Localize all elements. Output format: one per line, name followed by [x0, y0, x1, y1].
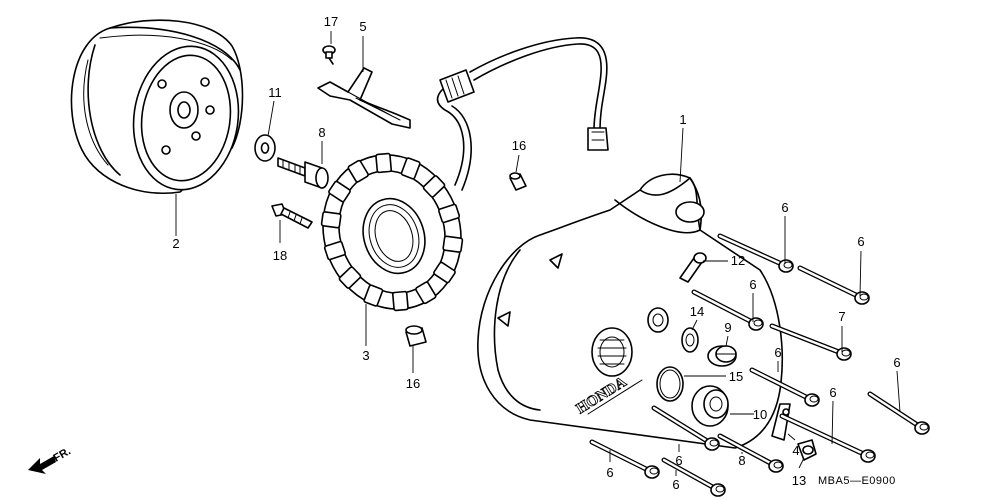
- dowel-pin-b: [405, 325, 427, 347]
- cover-clip: [771, 403, 791, 441]
- screw: [322, 45, 336, 65]
- stator-pole: [320, 211, 342, 229]
- dowel-pin-a: [509, 172, 527, 191]
- cover-bolt: [867, 391, 930, 435]
- callout-cap-small: 9: [724, 320, 731, 335]
- stator-pole: [433, 261, 456, 284]
- callout-cover-bolt-c: 6: [749, 277, 756, 292]
- callout-oil-seal: 14: [690, 304, 704, 319]
- wire-clamp: [317, 67, 411, 129]
- callout-cover: 1: [679, 112, 686, 127]
- front-arrow-icon: [28, 456, 56, 474]
- stator-pole: [338, 266, 362, 289]
- stator-pole: [375, 152, 393, 174]
- stator-pole: [363, 284, 384, 307]
- clamp-small: [797, 439, 817, 461]
- stator-pole: [391, 290, 409, 312]
- callout-cover-bolt-b: 6: [857, 234, 864, 249]
- stator-pole: [323, 240, 346, 261]
- wire-harness: [436, 37, 609, 191]
- stator-pole: [347, 159, 369, 183]
- cover-bolt: [691, 289, 764, 331]
- callout-flywheel-bolt: 8: [318, 125, 325, 140]
- washer: [254, 134, 276, 162]
- cover-bolt: [769, 323, 852, 361]
- callout-clamp-small: 13: [792, 473, 806, 488]
- cap-small: [707, 345, 737, 367]
- leader-lines: [175, 31, 901, 476]
- callout-cover-bolt-e: 6: [893, 355, 900, 370]
- callout-dowel-pin-a: 16: [512, 138, 526, 153]
- callout-cover-bolt-i: 7: [838, 309, 845, 324]
- stator-pole: [415, 281, 437, 305]
- callout-cover-bolt-a: 6: [781, 200, 788, 215]
- callout-washer: 11: [268, 85, 282, 100]
- crankcase-cover: HONDA: [477, 173, 784, 449]
- stator-pole: [442, 235, 464, 253]
- stator-pole: [328, 180, 351, 203]
- o-ring: [656, 366, 684, 402]
- figure-code: MBA5—E0900: [818, 475, 896, 487]
- stator: [320, 152, 464, 312]
- callouts: 2 17 5 11 8 16 18 3 16 1 12 14 9 15 10 4…: [172, 14, 900, 492]
- cover-bolt: [797, 265, 870, 305]
- callout-screw: 17: [324, 14, 338, 29]
- callout-cap-large: 10: [753, 407, 767, 422]
- stay: [679, 252, 707, 283]
- callout-stator: 3: [362, 348, 369, 363]
- cover-bolt: [717, 233, 794, 273]
- callout-stay: 12: [731, 253, 745, 268]
- stator-pole: [438, 203, 461, 224]
- flywheel: [70, 19, 244, 194]
- callout-stator-bolt: 18: [273, 248, 287, 263]
- cover-bolt: [661, 457, 726, 497]
- callout-o-ring: 15: [729, 369, 743, 384]
- cover-bolt: [749, 367, 820, 407]
- oil-seal: [681, 327, 699, 353]
- callout-cover-bolt-h2: 6: [672, 477, 679, 492]
- callout-cover-bolt-h: 6: [606, 465, 613, 480]
- callout-cover-bolt-j: 8: [738, 453, 745, 468]
- front-direction-indicator: FR.: [28, 445, 73, 474]
- stator-pole: [400, 157, 421, 180]
- cover-bolts: [589, 233, 930, 497]
- cover-bolt: [589, 439, 660, 479]
- callout-cover-bolt-g: 6: [675, 453, 682, 468]
- stator-pole: [422, 175, 446, 198]
- front-direction-label: FR.: [52, 445, 73, 464]
- stator-bolt: [271, 203, 313, 229]
- callout-cover-bolt-d: 6: [774, 345, 781, 360]
- callout-cover-clip: 4: [792, 443, 799, 458]
- callout-cover-bolt-f: 6: [829, 385, 836, 400]
- flywheel-bolt: [277, 157, 329, 189]
- callout-dowel-pin-b: 16: [406, 376, 420, 391]
- cover-bolt: [717, 433, 784, 473]
- callout-flywheel: 2: [172, 236, 179, 251]
- cover-bolt: [779, 413, 876, 463]
- callout-wire-clamp: 5: [359, 19, 366, 34]
- cover-bolt: [651, 405, 720, 451]
- cap-large: [691, 385, 729, 427]
